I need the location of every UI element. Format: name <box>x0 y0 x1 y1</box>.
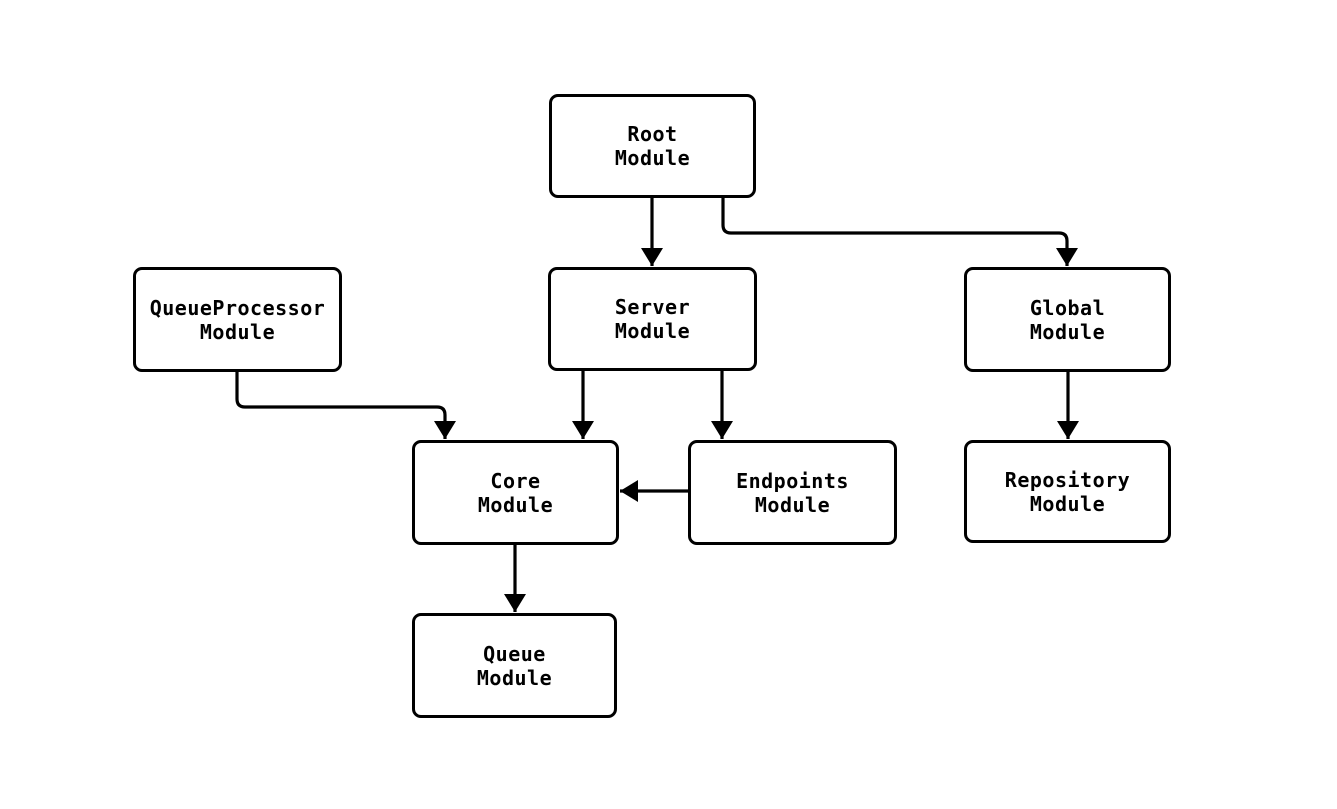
edge-queueprocessor-to-core <box>235 372 456 439</box>
node-repository-module: Repository Module <box>964 440 1171 543</box>
node-server-module: Server Module <box>548 267 757 371</box>
node-label-line: Root <box>627 122 678 146</box>
node-label-line: Module <box>1029 491 1106 516</box>
node-root-module: Root Module <box>549 94 756 198</box>
node-label-line: Module <box>754 492 831 517</box>
node-label-line: Module <box>1029 319 1106 344</box>
node-label-line: Module <box>614 319 691 343</box>
node-label-line: Module <box>614 146 691 170</box>
node-queue-module: Queue Module <box>412 613 617 718</box>
node-label-line: Module <box>476 665 553 690</box>
node-endpoints-module: Endpoints Module <box>688 440 897 545</box>
node-label-line: Endpoints <box>736 468 849 493</box>
node-core-module: Core Module <box>412 440 619 545</box>
edge-root-to-global <box>721 198 1078 266</box>
node-label-line: QueueProcessor <box>149 295 326 320</box>
node-label-line: Server <box>614 295 691 319</box>
node-label-line: Global <box>1029 295 1106 320</box>
node-label-line: Core <box>490 468 541 493</box>
node-label-line: Repository <box>1004 467 1131 492</box>
node-global-module: Global Module <box>964 267 1171 372</box>
node-label-line: Module <box>477 492 554 517</box>
node-queueprocessor-module: QueueProcessor Module <box>133 267 342 372</box>
node-label-line: Module <box>199 319 276 344</box>
node-label-line: Queue <box>483 641 546 666</box>
